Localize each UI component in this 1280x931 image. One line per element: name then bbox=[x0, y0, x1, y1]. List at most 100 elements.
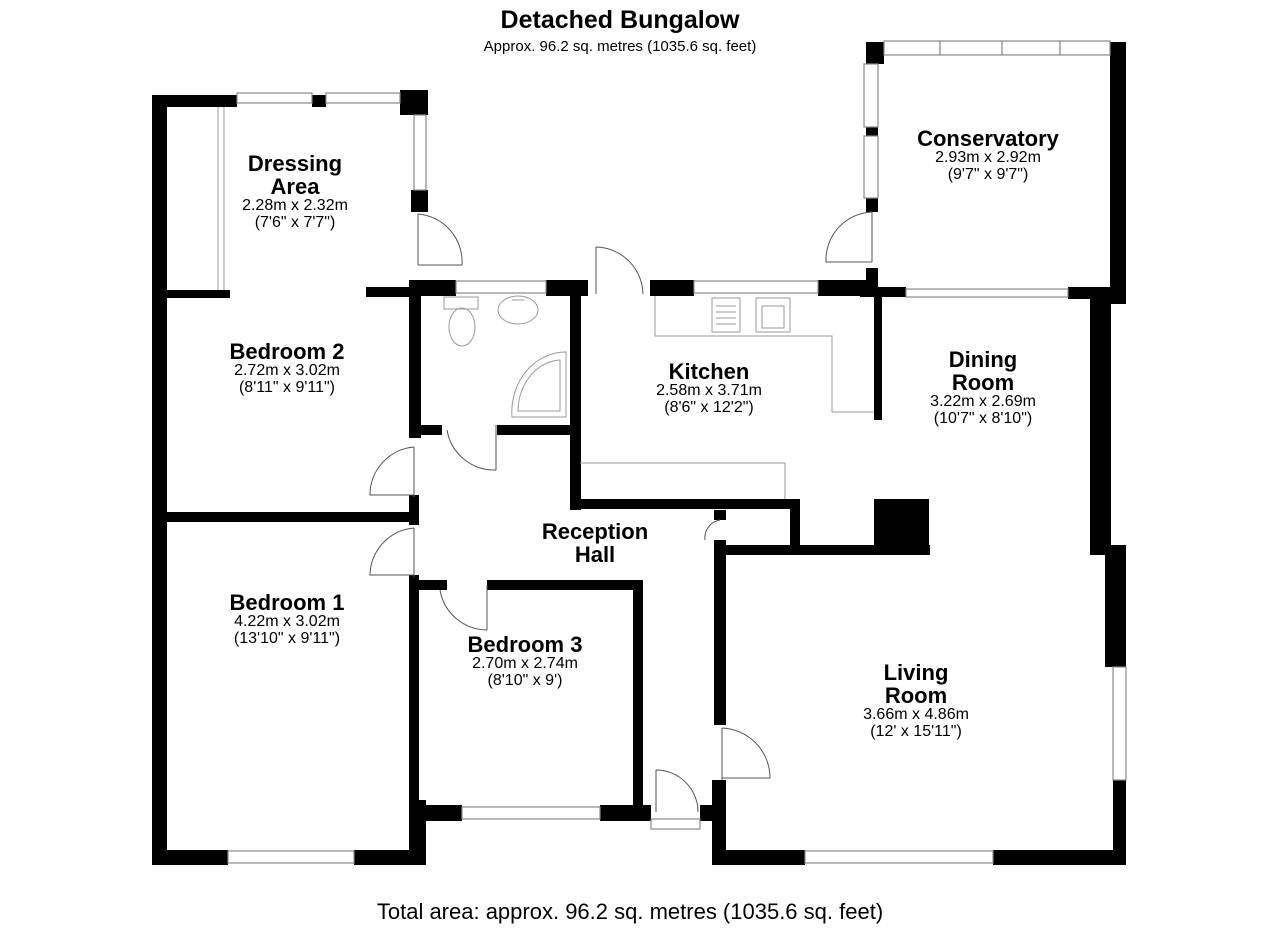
windows bbox=[227, 40, 1127, 864]
window-cons-left-2 bbox=[863, 135, 879, 199]
room-label-conservatory: Conservatory 2.93m x 2.92m (9'7" x 9'7") bbox=[917, 127, 1059, 184]
wall-bed3-right bbox=[633, 580, 643, 820]
wall-kitchen-bottom-right bbox=[790, 499, 800, 555]
window-living-bottom bbox=[804, 850, 994, 864]
window-kitchen bbox=[693, 280, 819, 294]
wall-living-right-lower bbox=[1113, 780, 1126, 865]
room-label-dressing-area: Dressing Area 2.28m x 2.32m (7'6" x 7'7"… bbox=[242, 152, 348, 232]
wall-dining-right bbox=[1090, 290, 1111, 555]
wall-cons-top-left bbox=[866, 42, 884, 64]
toilet-bowl bbox=[448, 307, 476, 347]
window-living-right bbox=[1112, 666, 1127, 781]
room-label-living-room: Living Room 3.66m x 4.86m (12' x 15'11") bbox=[863, 661, 969, 741]
wall-bath-left bbox=[409, 280, 421, 438]
kitchen-sink-bowl bbox=[761, 305, 785, 329]
walls bbox=[152, 42, 1126, 865]
wall-bottom-left2 bbox=[354, 850, 426, 865]
wall-dressing-top-mid bbox=[312, 95, 326, 107]
shower-tray-inner bbox=[517, 359, 561, 412]
doors bbox=[369, 211, 873, 813]
room-name: Bedroom 1 bbox=[229, 590, 345, 615]
wall-dressing-right-lower bbox=[411, 190, 428, 212]
wall-kitchen-dining bbox=[874, 287, 882, 420]
wall-bath-bottom-left bbox=[409, 425, 442, 435]
room-label-bedroom-1: Bedroom 1 4.22m x 3.02m (13'10" x 9'11") bbox=[230, 591, 345, 648]
room-size-imperial: (8'11" x 9'11") bbox=[238, 378, 336, 396]
room-name: Hall bbox=[574, 542, 616, 568]
door-living bbox=[721, 727, 771, 780]
wall-dining-top-right bbox=[1068, 287, 1111, 299]
window-cons-left-1 bbox=[863, 63, 879, 128]
room-label-kitchen: Kitchen 2.58m x 3.71m (8'6" x 12'2") bbox=[656, 360, 762, 417]
room-label-reception-hall: Reception Hall bbox=[542, 520, 648, 566]
wall-cons-left-bottom bbox=[866, 268, 878, 292]
door-bathroom bbox=[446, 425, 497, 471]
window-bed3 bbox=[461, 806, 601, 820]
shower-tray bbox=[511, 351, 567, 418]
wall-living-right-upper bbox=[1105, 545, 1126, 667]
kitchen-worktop-bottom bbox=[580, 462, 786, 499]
kitchen-sink bbox=[755, 297, 791, 333]
wall-bed3-top-left bbox=[409, 580, 447, 590]
room-name: Living bbox=[883, 660, 949, 685]
wall-dressing-top-left bbox=[152, 95, 237, 107]
room-size-imperial: (9'7" x 9'7") bbox=[947, 165, 1029, 183]
wall-bed3-bottom-left bbox=[409, 805, 462, 821]
room-label-dining-room: Dining Room 3.22m x 2.69m (10'7" x 8'10"… bbox=[930, 348, 1036, 428]
room-size-metric: 2.93m x 2.92m bbox=[935, 149, 1041, 167]
wall-kitchen-top-right2 bbox=[860, 287, 906, 297]
wall-door-left bbox=[643, 805, 651, 821]
kitchen-worktop bbox=[654, 296, 874, 413]
window-cons-top-4 bbox=[1059, 40, 1111, 56]
room-size-metric: 2.28m x 2.32m bbox=[242, 197, 348, 215]
room-label-bedroom-3: Bedroom 3 2.70m x 2.74m (8'10" x 9') bbox=[468, 633, 583, 690]
room-size-metric: 4.22m x 3.02m bbox=[234, 613, 340, 631]
plan-title: Detached Bungalow bbox=[500, 6, 740, 34]
window-dressing-right bbox=[413, 114, 427, 191]
wall-living-bottom-right bbox=[993, 850, 1126, 865]
wall-door-right bbox=[700, 805, 712, 821]
room-size-imperial: (13'10" x 9'11") bbox=[233, 629, 341, 647]
door-conservatory bbox=[825, 211, 873, 263]
wardrobe-dressing bbox=[217, 107, 225, 290]
wall-kitchen-door-stub bbox=[714, 510, 726, 520]
room-size-imperial: (7'6" x 7'7") bbox=[254, 213, 336, 231]
wall-living-left-top bbox=[714, 545, 726, 725]
room-name: Bedroom 3 bbox=[467, 632, 583, 657]
room-name: Conservatory bbox=[917, 126, 1059, 151]
kitchen-drainer bbox=[711, 297, 741, 333]
chimney-breast bbox=[874, 499, 929, 554]
room-name: Bedroom 2 bbox=[229, 339, 345, 364]
toilet-cistern bbox=[443, 296, 479, 310]
door-bedroom1 bbox=[369, 527, 415, 578]
room-name: Dressing bbox=[247, 151, 343, 176]
wall-bed3-bottom-right bbox=[600, 805, 650, 821]
wall-bed2-right-lower bbox=[409, 495, 419, 525]
wall-left-outer bbox=[152, 95, 167, 865]
wall-living-top-right bbox=[790, 545, 930, 555]
wall-living-bottom bbox=[712, 850, 805, 865]
wall-cons-left-low bbox=[866, 198, 878, 212]
room-size-metric: 3.66m x 4.86m bbox=[863, 706, 969, 724]
wall-bath-right bbox=[570, 290, 581, 510]
door-dressing bbox=[417, 213, 463, 266]
wall-kitchen-door-stub2 bbox=[714, 540, 726, 552]
door-kitchen bbox=[595, 246, 644, 295]
door-front bbox=[655, 769, 699, 813]
room-size-imperial: (8'6" x 12'2") bbox=[664, 398, 754, 416]
wall-living-left-bottom bbox=[712, 780, 726, 865]
wall-dressing-right bbox=[411, 90, 428, 115]
room-size-metric: 2.72m x 3.02m bbox=[234, 362, 340, 380]
room-name: Area bbox=[270, 174, 320, 200]
wall-bath-top-right bbox=[546, 280, 588, 296]
room-size-metric: 2.70m x 2.74m bbox=[472, 655, 578, 673]
wall-bed3-top-right bbox=[487, 580, 643, 590]
wall-kitchen-top-left bbox=[650, 280, 694, 296]
room-name: Room bbox=[951, 370, 1015, 396]
room-size-imperial: (12' x 15'11") bbox=[870, 722, 962, 740]
room-size-imperial: (10'7" x 8'10") bbox=[933, 409, 1033, 427]
door-bedroom2 bbox=[369, 446, 415, 497]
wall-kitchen-bottom bbox=[570, 499, 798, 509]
wall-bath-bottom-right bbox=[497, 425, 580, 435]
